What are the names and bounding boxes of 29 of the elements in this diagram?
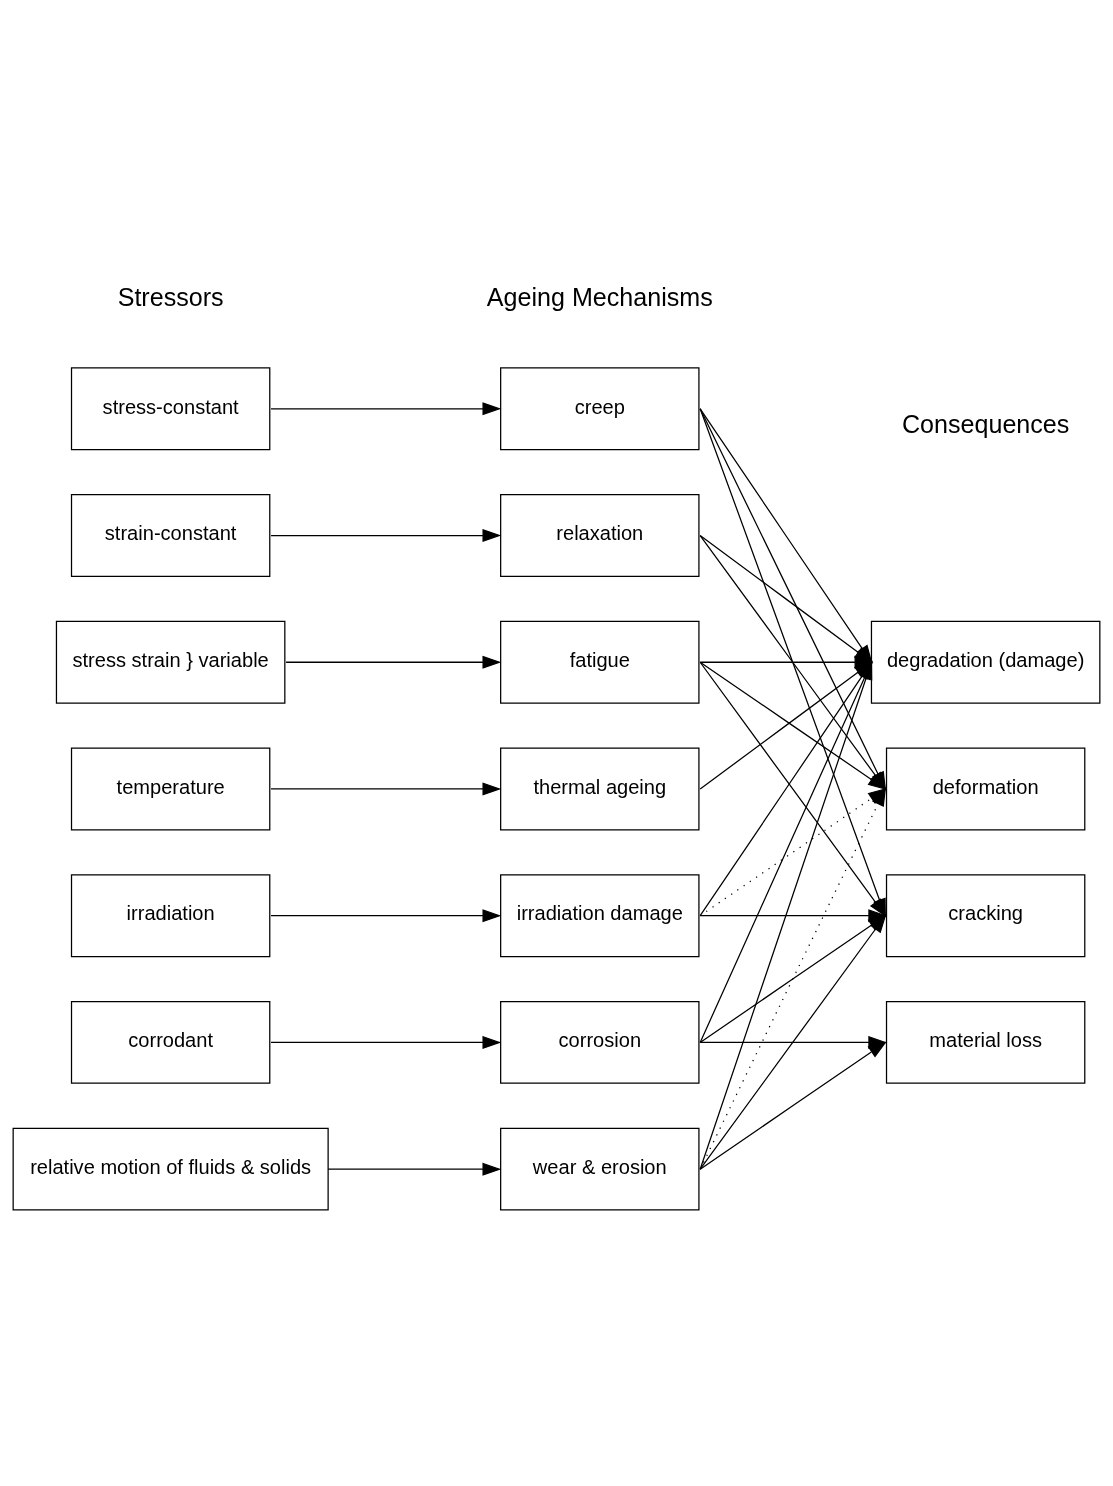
- label: Ageing Mechanisms: [486, 282, 713, 311]
- node-box: strain-constant: [70, 493, 271, 577]
- node-box: fatigue: [500, 620, 700, 704]
- node-box: degradation (damage): [870, 620, 1101, 704]
- node-box: corrosion: [500, 1000, 700, 1084]
- node-box: stress strain } variable: [55, 620, 286, 704]
- node-box: creep: [500, 366, 700, 450]
- node-box: cracking: [885, 873, 1086, 957]
- arrow: [270, 1035, 502, 1049]
- label: Consequences: [901, 409, 1070, 438]
- node-box: corrodant: [70, 1000, 271, 1084]
- arrow: [270, 401, 502, 415]
- arrow: [699, 1040, 887, 1170]
- node-box: deformation: [885, 747, 1086, 830]
- arrow: [270, 908, 502, 922]
- arrow: [285, 655, 502, 669]
- arrow: [270, 528, 502, 542]
- node-box: temperature: [70, 747, 271, 830]
- node-box: stress-constant: [70, 366, 271, 450]
- node-box: irradiation damage: [500, 873, 700, 957]
- arrow: [270, 781, 502, 796]
- node-box: thermal ageing: [500, 747, 700, 830]
- node-box: irradiation: [70, 873, 271, 957]
- node-box: wear & erosion: [500, 1127, 700, 1211]
- node-box: material loss: [885, 1000, 1086, 1084]
- label: Stressors: [117, 282, 224, 311]
- arrow: [327, 1162, 502, 1176]
- node-box: relaxation: [500, 493, 700, 577]
- node-box: relative motion of fluids & solids: [12, 1127, 329, 1211]
